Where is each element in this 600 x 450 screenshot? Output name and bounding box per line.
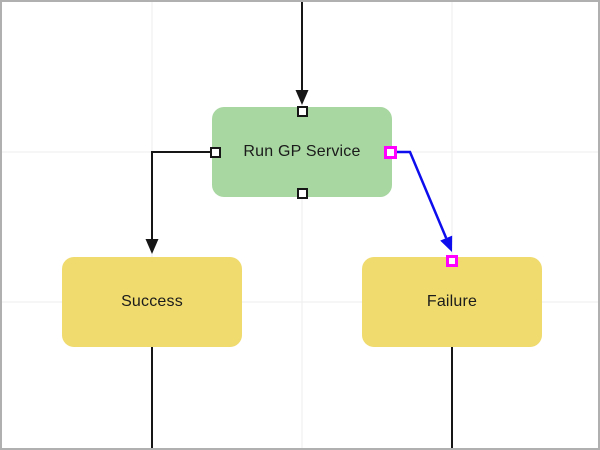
port-run-gp-service-top[interactable] bbox=[296, 105, 308, 117]
node-success-label: Success bbox=[121, 293, 183, 310]
port-run-gp-service-left[interactable] bbox=[209, 146, 221, 158]
node-run-gp-service-label: Run GP Service bbox=[243, 143, 361, 160]
link-run-gp-service-to-failure[interactable] bbox=[396, 150, 448, 239]
link-run-gp-service-to-success[interactable] bbox=[151, 151, 210, 239]
port-failure-top[interactable] bbox=[446, 255, 458, 267]
port-run-gp-service-bottom[interactable] bbox=[296, 187, 308, 199]
node-run-gp-service[interactable]: Run GP Service bbox=[212, 107, 392, 197]
node-failure[interactable]: Failure bbox=[362, 257, 542, 347]
link-run-gp-service-to-success-arrowhead bbox=[145, 239, 159, 254]
node-failure-label: Failure bbox=[426, 293, 478, 310]
node-success[interactable]: Success bbox=[62, 257, 242, 347]
port-run-gp-service-right[interactable] bbox=[383, 145, 397, 159]
link-into-run-gp-service-arrowhead bbox=[295, 90, 309, 105]
